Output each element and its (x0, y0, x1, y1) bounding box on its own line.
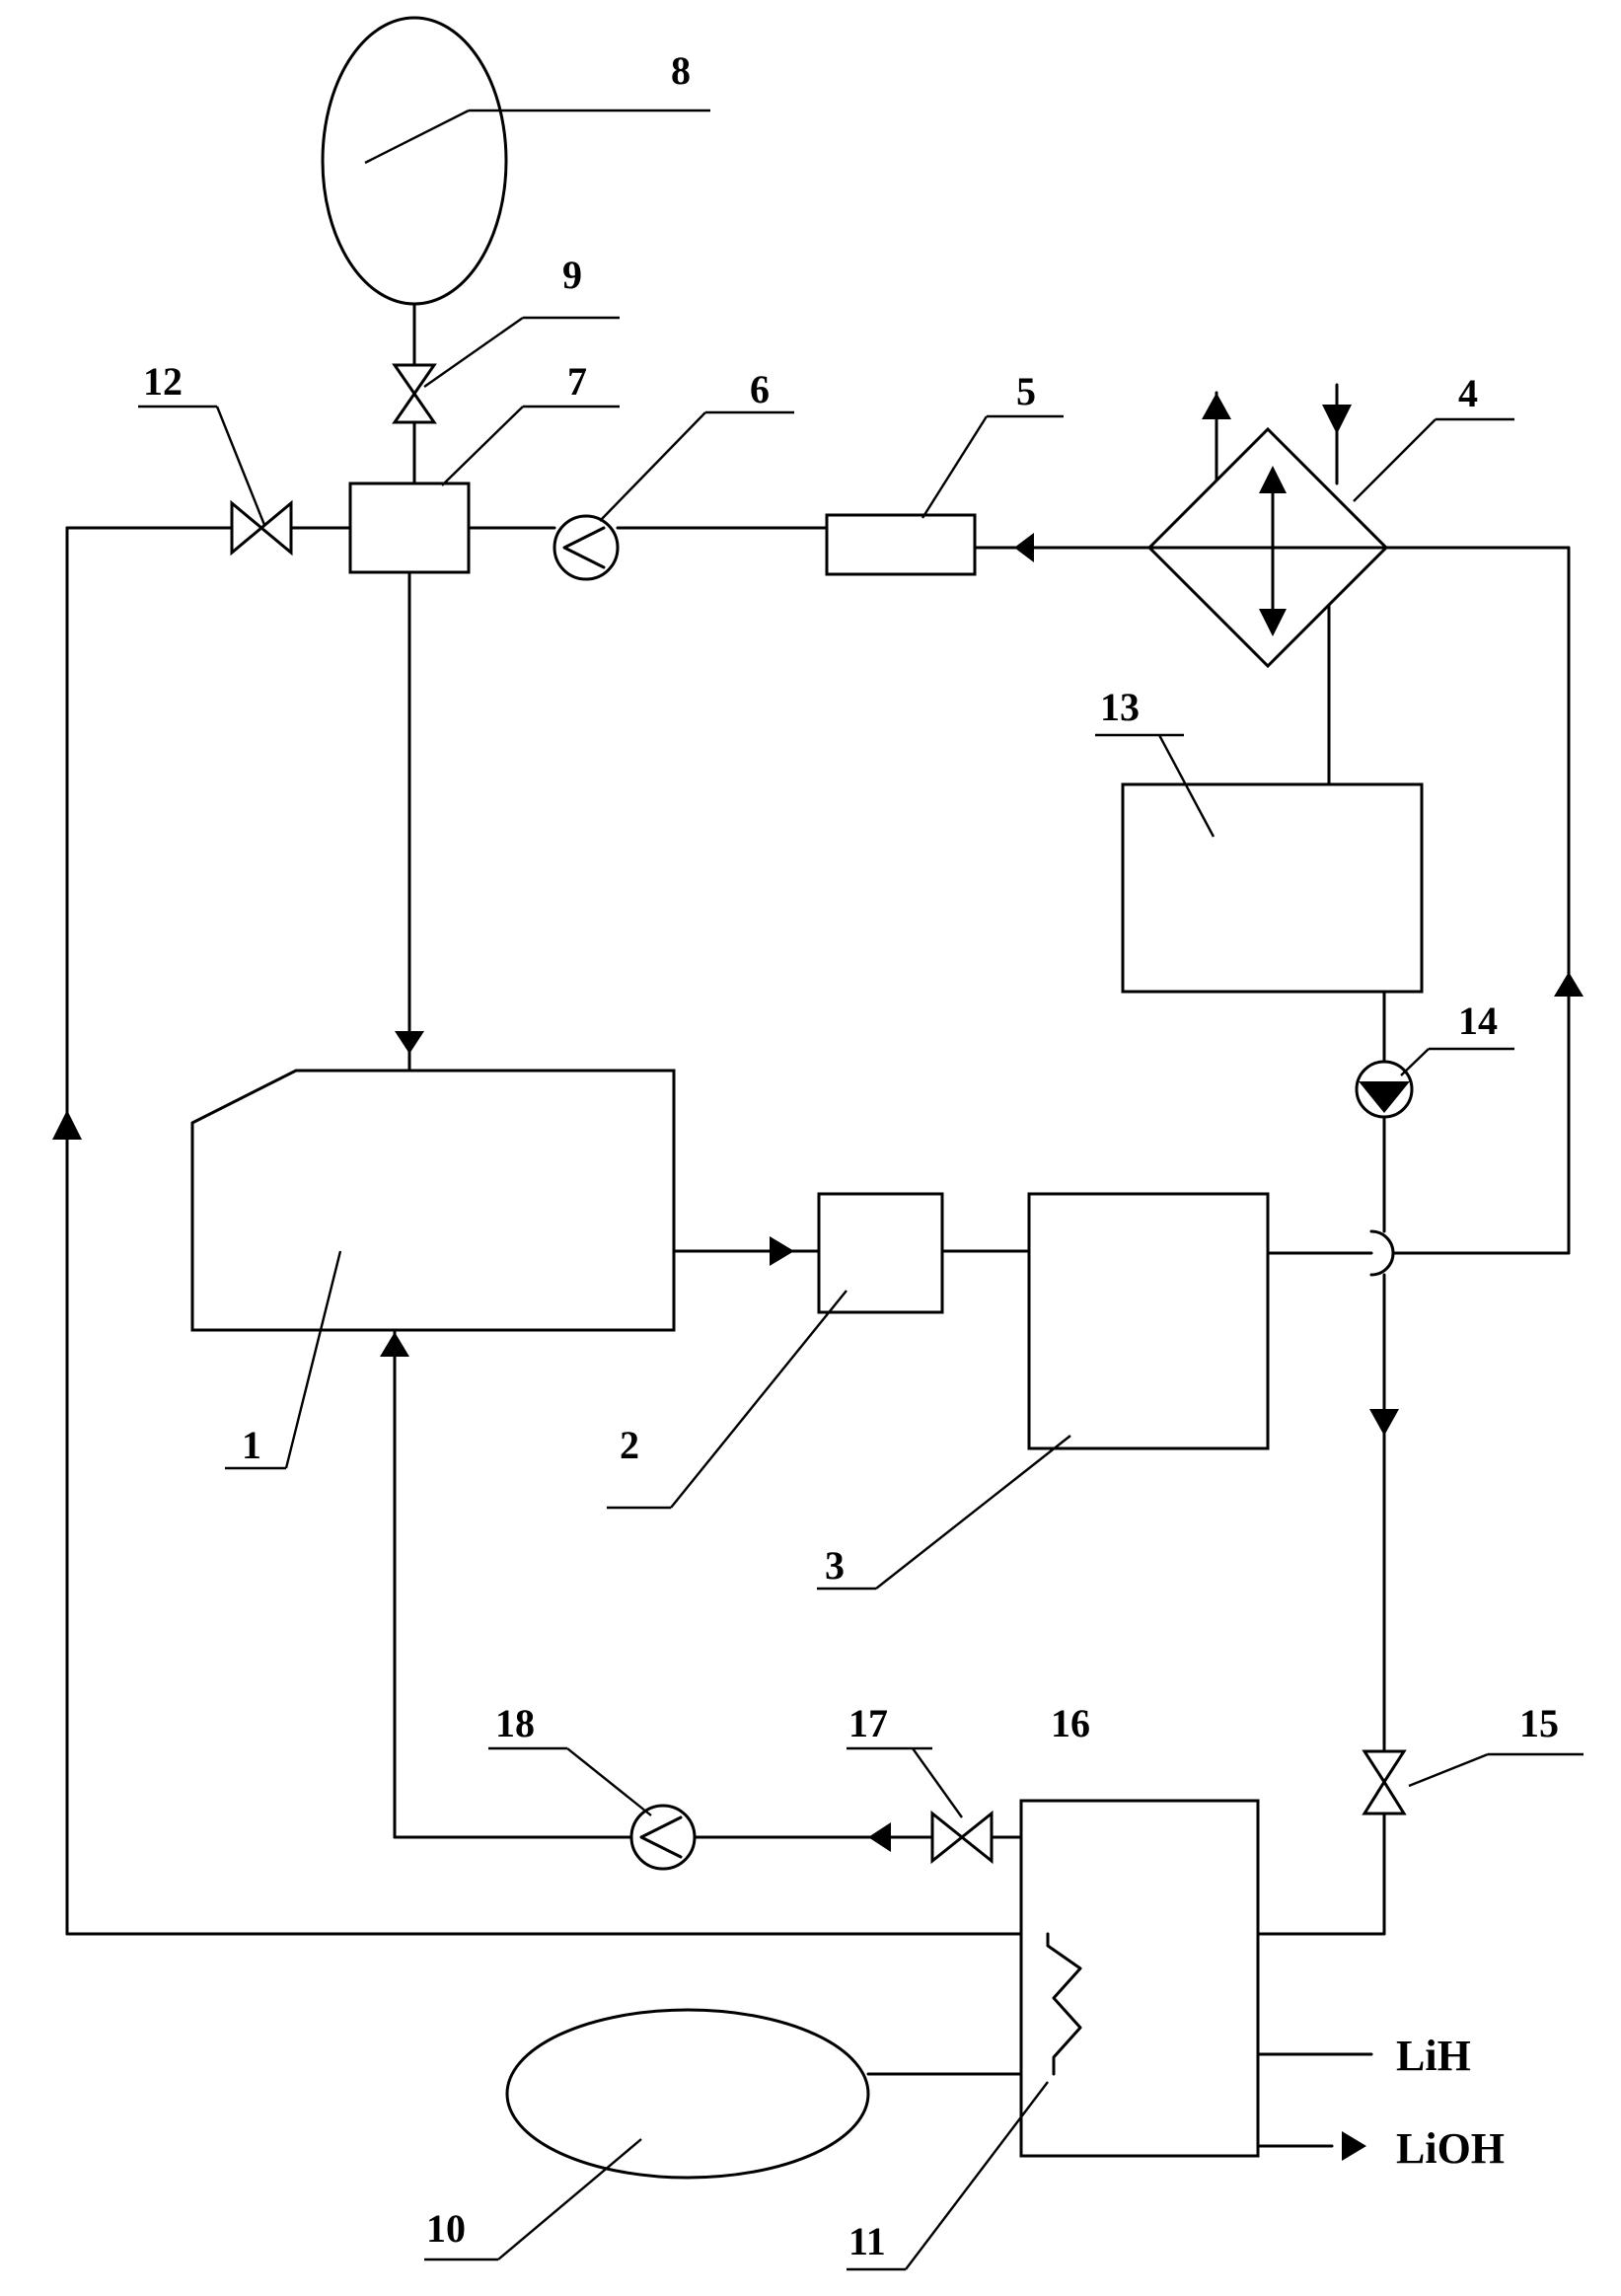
component-17-valve (932, 1814, 992, 1861)
arrow-left-riser-up (52, 1110, 82, 1140)
label-16: 16 (1051, 1701, 1090, 1745)
leader-2-slant (671, 1291, 847, 1508)
label-11: 11 (848, 2219, 886, 2263)
label-4: 4 (1458, 371, 1478, 415)
arrow-18-up-to-1 (380, 1332, 409, 1357)
component-9-valve (395, 365, 434, 422)
arrow-into-5 (1014, 533, 1034, 562)
label-12: 12 (143, 359, 183, 404)
arrow-right-riser-up (1554, 972, 1584, 997)
leader-7-slant (442, 407, 523, 485)
component-6-pump (554, 516, 618, 579)
arrow-into-2 (770, 1236, 794, 1266)
component-7-mixer (350, 483, 469, 572)
component-3-unit (1029, 1194, 1268, 1448)
component-4-heat-exchanger (1149, 429, 1386, 666)
leader-4-slant (1354, 419, 1436, 501)
arrow-lioh-out (1342, 2131, 1366, 2161)
label-2: 2 (620, 1423, 639, 1467)
stream-label-lih: LiH (1396, 2032, 1471, 2080)
label-6: 6 (750, 367, 770, 411)
label-13: 13 (1100, 685, 1140, 729)
arrow-17-to-18 (868, 1822, 891, 1852)
component-2-unit (819, 1194, 942, 1312)
arrow-down-to-1 (395, 1031, 424, 1054)
label-10: 10 (426, 2206, 466, 2251)
arrow-4-in-down (1322, 405, 1352, 434)
component-5-filter (827, 515, 975, 574)
leader-11-slant (906, 2082, 1048, 2269)
label-8: 8 (671, 48, 691, 93)
leader-5-slant (922, 416, 987, 518)
leader-9-slant (424, 318, 523, 387)
component-12-valve (232, 503, 291, 553)
component-10-tank (507, 2010, 868, 2178)
label-14: 14 (1458, 999, 1498, 1043)
leader-6-slant (600, 412, 705, 521)
leader-17-slant (913, 1748, 962, 1817)
arrow-down-to-15 (1369, 1409, 1399, 1436)
label-7: 7 (567, 359, 587, 404)
component-15-valve (1364, 1751, 1404, 1814)
component-8-gas-tank (323, 18, 506, 304)
stream-label-lioh: LiOH (1396, 2124, 1505, 2173)
label-3: 3 (825, 1543, 845, 1588)
arrow-4-out-up (1202, 393, 1231, 419)
label-9: 9 (562, 253, 582, 297)
label-15: 15 (1519, 1701, 1559, 1745)
leader-18-slant (567, 1748, 651, 1815)
component-16-vessel (1021, 1801, 1258, 2156)
component-18-pump (631, 1806, 695, 1869)
component-1-reactor (192, 1071, 674, 1330)
leader-12-slant (217, 407, 264, 525)
label-17: 17 (848, 1701, 888, 1745)
leader-15-slant (1409, 1754, 1488, 1786)
leader-3-slant (876, 1436, 1070, 1589)
label-18: 18 (495, 1701, 535, 1745)
component-14-pump (1357, 1062, 1412, 1117)
pipe-crossover-hop (1371, 1231, 1393, 1275)
component-13-unit (1123, 784, 1422, 992)
label-1: 1 (242, 1423, 261, 1467)
leader-14-slant (1401, 1049, 1429, 1075)
label-5: 5 (1016, 369, 1036, 413)
